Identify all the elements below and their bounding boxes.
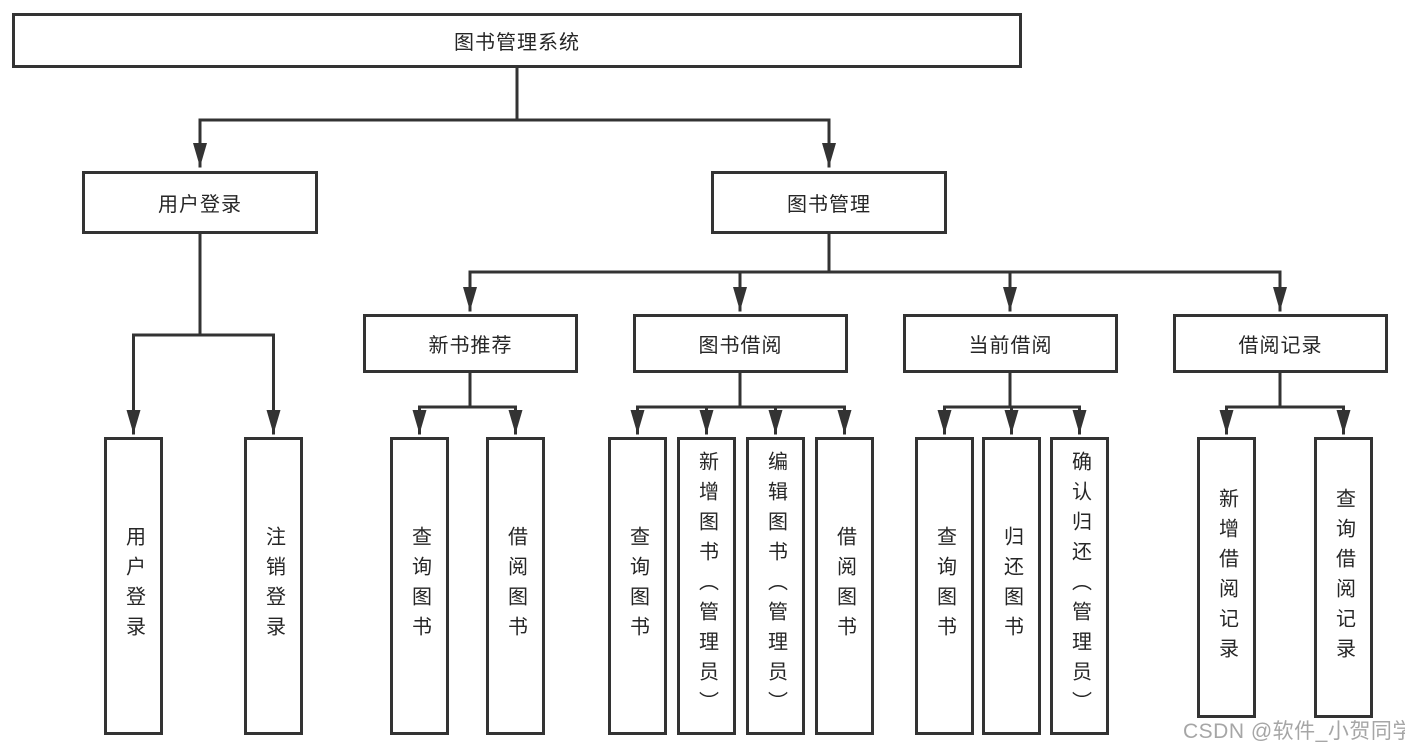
csdn-watermark: CSDN @软件_小贺同学 (1183, 720, 1405, 743)
leaf-label: 用户登录 (122, 526, 145, 646)
leaf-label: 查询图书 (626, 526, 649, 646)
leaf-add-book-admin: 新增图书（管理员） (677, 437, 736, 735)
leaf-label: 确认归还（管理员） (1068, 451, 1091, 721)
leaf-add-borrow-record: 新增借阅记录 (1197, 437, 1256, 718)
leaf-label: 编辑图书（管理员） (764, 451, 787, 721)
leaf-label: 新增借阅记录 (1215, 487, 1238, 668)
leaf-query-borrow-record: 查询借阅记录 (1314, 437, 1373, 718)
leaf-label: 归还图书 (1000, 526, 1023, 646)
leaf-query-books-recommend: 查询图书 (390, 437, 449, 735)
node-current-borrow: 当前借阅 (903, 314, 1118, 373)
leaf-label: 新增图书（管理员） (695, 451, 718, 721)
leaf-borrow-books-recommend: 借阅图书 (486, 437, 545, 735)
leaf-return-book: 归还图书 (982, 437, 1041, 735)
leaf-label: 查询借阅记录 (1332, 487, 1355, 668)
node-new-book-recommend: 新书推荐 (363, 314, 578, 373)
leaf-user-login: 用户登录 (104, 437, 163, 735)
leaf-label: 注销登录 (262, 526, 285, 646)
leaf-confirm-return-admin: 确认归还（管理员） (1050, 437, 1109, 735)
node-library-management-system: 图书管理系统 (12, 13, 1022, 68)
leaf-query-books-borrow: 查询图书 (608, 437, 667, 735)
leaf-borrow-books: 借阅图书 (815, 437, 874, 735)
node-book-borrow: 图书借阅 (633, 314, 848, 373)
leaf-query-books-current: 查询图书 (915, 437, 974, 735)
leaf-logout: 注销登录 (244, 437, 303, 735)
leaf-label: 查询图书 (408, 526, 431, 646)
leaf-edit-book-admin: 编辑图书（管理员） (746, 437, 805, 735)
leaf-label: 借阅图书 (504, 526, 527, 646)
node-book-management: 图书管理 (711, 171, 947, 234)
node-user-login: 用户登录 (82, 171, 318, 234)
leaf-label: 查询图书 (933, 526, 956, 646)
leaf-label: 借阅图书 (833, 526, 856, 646)
node-borrow-records: 借阅记录 (1173, 314, 1388, 373)
